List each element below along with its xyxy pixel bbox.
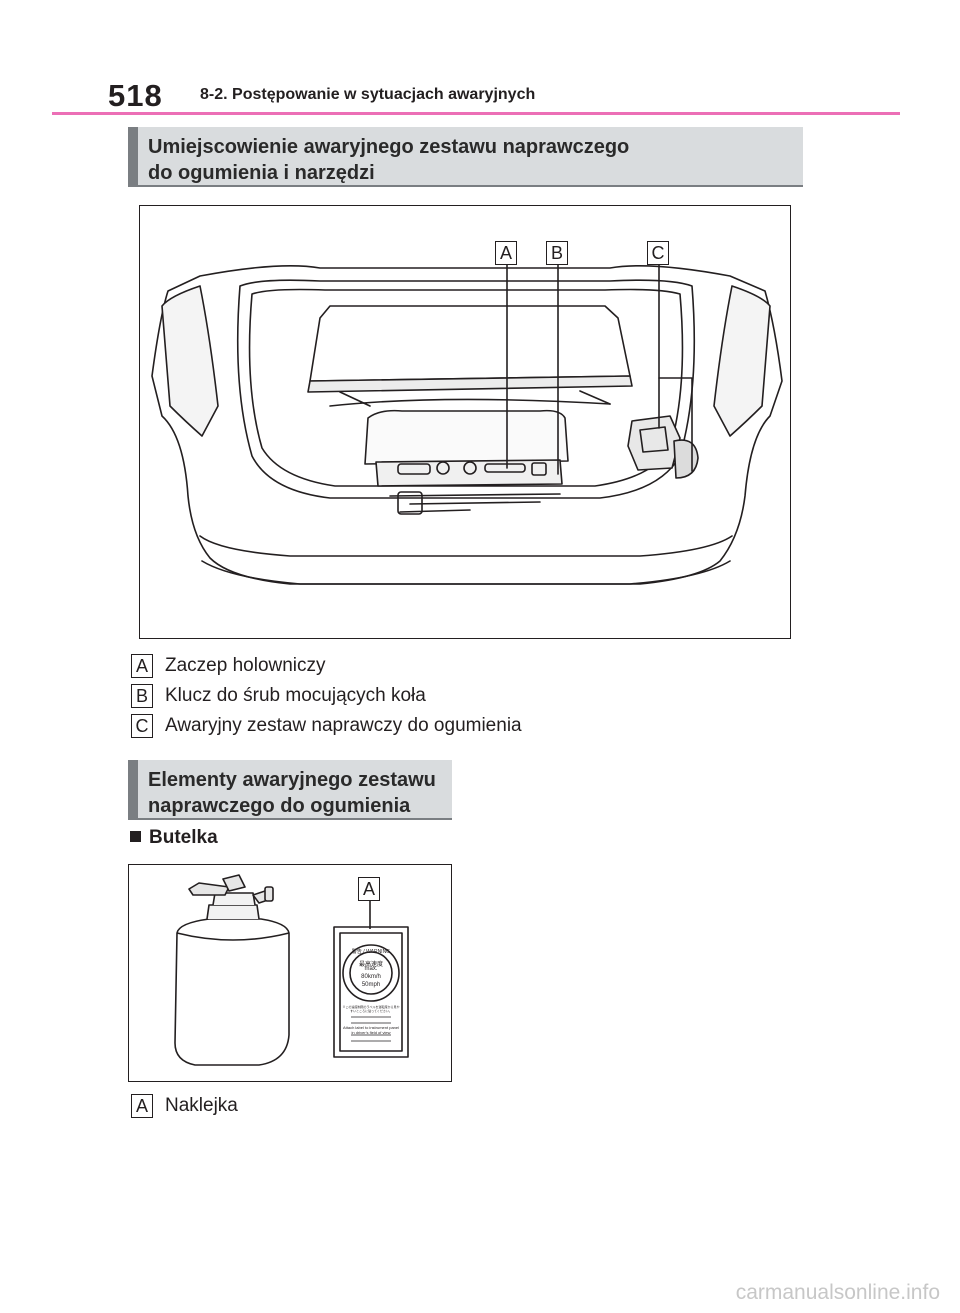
legend-key-a: A xyxy=(131,654,153,678)
subsection-title-text: Butelka xyxy=(149,827,218,848)
callout-a: A xyxy=(495,241,517,265)
label-mph-text: 50mph xyxy=(361,982,381,988)
page-number: 518 xyxy=(108,78,163,113)
label-en-note: Attach label to instrument panel in driv… xyxy=(342,1025,400,1035)
callout-sticker-a: A xyxy=(358,877,380,901)
legend-item-c: C Awaryjny zestaw naprawczy do ogumienia xyxy=(131,714,522,738)
header-divider xyxy=(52,112,900,115)
legend-key-b: B xyxy=(131,684,153,708)
legend-text-b: Klucz do śrub mocujących koła xyxy=(165,685,426,706)
subsection-title: Butelka xyxy=(130,827,218,849)
legend2-text-a: Naklejka xyxy=(165,1095,238,1116)
legend-text-c: Awaryjny zestaw naprawczy do ogumienia xyxy=(165,715,522,736)
legend2-key-a: A xyxy=(131,1094,153,1118)
section2-heading-line2: naprawczego do ogumienia xyxy=(148,795,411,817)
watermark: carmanualsonline.info xyxy=(735,1281,940,1304)
label-kmh-text: 80km/h xyxy=(361,974,381,980)
section-heading-line1: Umiejscowienie awaryjnego zestawu napraw… xyxy=(148,136,630,158)
bullet-square-icon xyxy=(130,831,141,842)
legend-item-a: A Zaczep holowniczy xyxy=(131,654,326,678)
section-heading-line2: do ogumienia i narzędzi xyxy=(148,162,375,184)
legend-text-a: Zaczep holowniczy xyxy=(165,655,326,676)
section-heading-kit-components: Elementy awaryjnego zestawu naprawczego … xyxy=(128,760,452,820)
legend2-item-a: A Naklejka xyxy=(131,1094,238,1118)
label-jp-note: ※この速度制限のラベルを運転席から見やすいところに貼ってください。 xyxy=(342,1005,400,1013)
bottle-drawing xyxy=(174,874,409,1066)
bottle-illustration: 警告 / WARNING 最高速度 max. 80km/h 50mph ※この速… xyxy=(128,864,452,1082)
trunk-illustration: A B C xyxy=(139,205,791,639)
legend-key-c: C xyxy=(131,714,153,738)
legend-item-b: B Klucz do śrub mocujących koła xyxy=(131,684,426,708)
callout-c: C xyxy=(647,241,669,265)
trunk-drawing xyxy=(151,263,783,585)
chapter-title: 8-2. Postępowanie w sytuacjach awaryjnyc… xyxy=(200,86,536,103)
label-max-text: max. xyxy=(364,966,378,972)
section2-heading-line1: Elementy awaryjnego zestawu xyxy=(148,769,436,791)
label-speed-title: 最高速度 xyxy=(358,962,383,968)
callout-b: B xyxy=(546,241,568,265)
label-warning-text: 警告 / WARNING xyxy=(351,949,391,955)
section-heading-location: Umiejscowienie awaryjnego zestawu napraw… xyxy=(128,127,803,187)
